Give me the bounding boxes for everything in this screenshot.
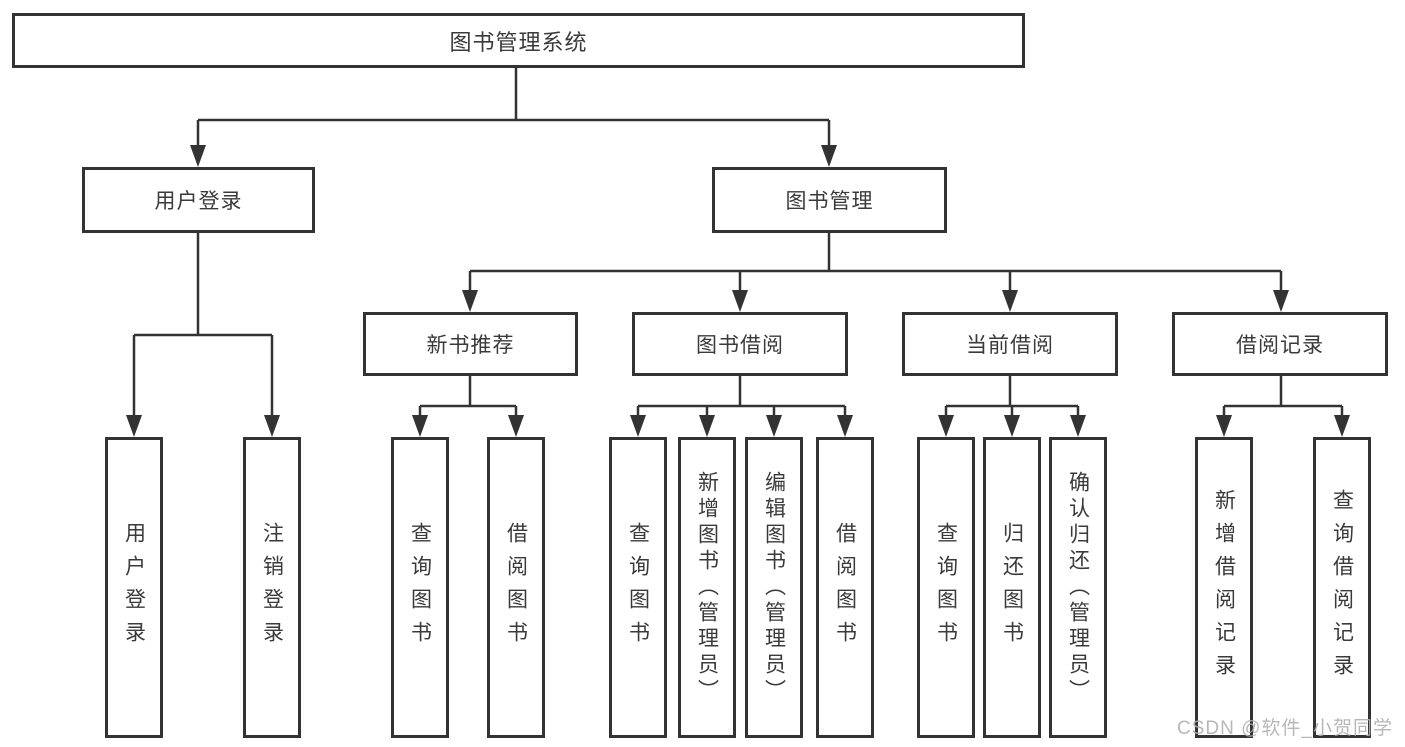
node-label: 用户登录 [122, 521, 146, 654]
node-label: 图书借阅 [696, 334, 784, 357]
node-book-management: 图书管理 [712, 167, 947, 233]
node-label: 借阅图书 [504, 521, 528, 654]
node-label: 新增图书（管理员） [695, 470, 719, 705]
node-label: 图书管理系统 [449, 29, 588, 55]
node-label: 编辑图书（管理员） [762, 470, 786, 705]
node-current-borrowing: 当前借阅 [902, 312, 1118, 376]
node-new-book-recommendation: 新书推荐 [363, 312, 578, 376]
node-label: 查询图书 [626, 521, 650, 654]
leaf-borrow-books-recommend: 借阅图书 [487, 437, 545, 738]
leaf-borrow-books: 借阅图书 [816, 437, 874, 738]
node-label: 图书管理 [785, 190, 874, 213]
node-label: 注销登录 [260, 521, 284, 654]
csdn-watermark: CSDN @软件_小贺同学 [1177, 718, 1393, 739]
node-label: 新增借阅记录 [1212, 488, 1236, 687]
node-label: 借阅记录 [1236, 334, 1324, 357]
node-label: 当前借阅 [966, 334, 1054, 357]
arrowhead-icons [126, 145, 1350, 437]
node-borrowing-records: 借阅记录 [1172, 312, 1388, 376]
node-label: 查询图书 [408, 521, 432, 654]
leaf-query-borrow-record: 查询借阅记录 [1313, 437, 1371, 738]
leaf-return-books: 归还图书 [983, 437, 1041, 738]
leaf-query-books-recommend: 查询图书 [391, 437, 449, 738]
leaf-edit-books-admin: 编辑图书（管理员） [745, 437, 803, 738]
leaf-user-login: 用户登录 [105, 437, 163, 738]
leaf-add-books-admin: 新增图书（管理员） [678, 437, 736, 738]
node-label: 归还图书 [1000, 521, 1024, 654]
leaf-logout: 注销登录 [243, 437, 301, 738]
node-label: 借阅图书 [833, 521, 857, 654]
node-label: 用户登录 [154, 190, 243, 213]
leaf-query-books-borrow: 查询图书 [609, 437, 667, 738]
node-label: 查询借阅记录 [1330, 488, 1354, 687]
node-label: 确认归还（管理员） [1066, 470, 1090, 705]
leaf-confirm-return-admin: 确认归还（管理员） [1049, 437, 1107, 738]
node-book-borrowing: 图书借阅 [632, 312, 848, 376]
leaf-query-books-current: 查询图书 [917, 437, 975, 738]
leaf-add-borrow-record: 新增借阅记录 [1195, 437, 1253, 738]
node-user-login: 用户登录 [82, 167, 315, 233]
node-label: 查询图书 [934, 521, 958, 654]
node-label: 新书推荐 [426, 334, 515, 357]
node-root-library-system: 图书管理系统 [12, 13, 1025, 68]
